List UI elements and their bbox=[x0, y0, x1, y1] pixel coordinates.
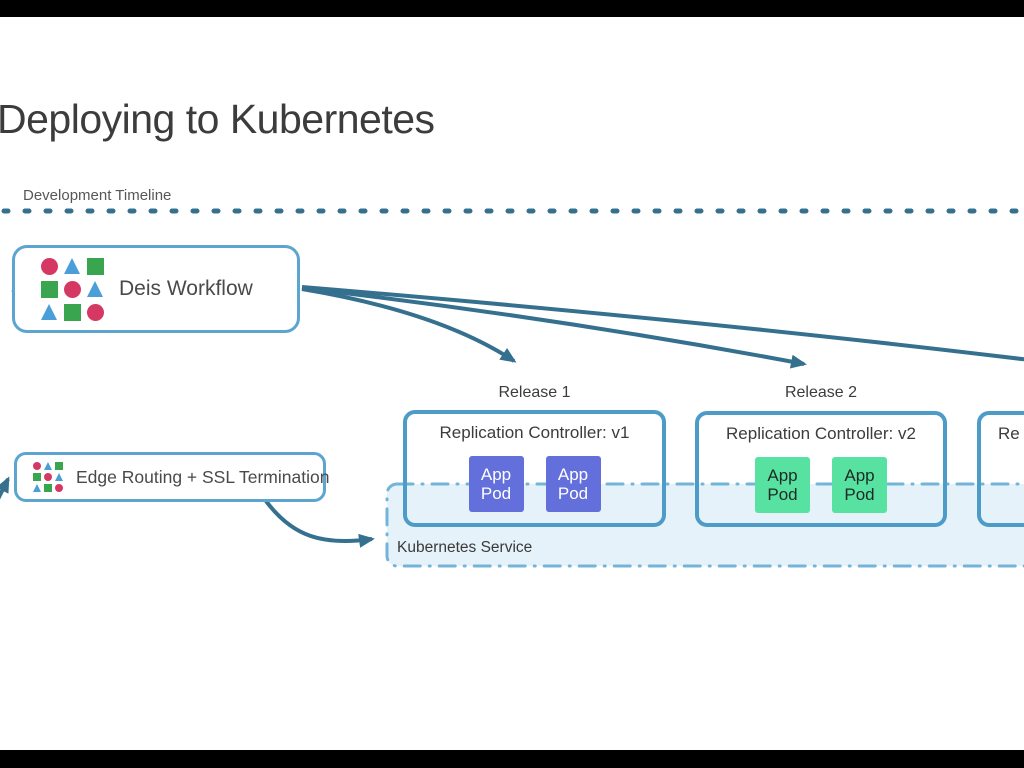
deis-workflow-label: Deis Workflow bbox=[119, 277, 253, 300]
logo-square bbox=[44, 484, 52, 492]
app-pod: App Pod bbox=[545, 456, 601, 512]
logo-circle bbox=[33, 462, 41, 470]
logo-square bbox=[55, 462, 63, 470]
logo-circle bbox=[87, 303, 104, 321]
logo-square bbox=[41, 280, 58, 298]
replication-controller-v1-label: Replication Controller: v1 bbox=[439, 423, 630, 442]
release1-title: Release 1 bbox=[498, 384, 571, 401]
app-pod: App Pod bbox=[832, 457, 887, 513]
edge-routing-node: Edge Routing + SSL Termination bbox=[14, 452, 330, 502]
logo-square bbox=[64, 303, 81, 321]
kubernetes-service-label: Kubernetes Service bbox=[397, 539, 533, 556]
logo-triangle bbox=[44, 462, 52, 470]
logo-circle bbox=[44, 473, 52, 481]
logo-triangle bbox=[33, 484, 41, 492]
arrow-deis-to-release2 bbox=[301, 286, 807, 369]
logo-circle bbox=[41, 257, 58, 275]
page-title: Deploying to Kubernetes bbox=[0, 96, 435, 142]
release3-box-partial: Re bbox=[977, 411, 1024, 527]
pod-row: App Pod App Pod bbox=[468, 456, 601, 512]
logo-triangle bbox=[87, 280, 103, 297]
letterbox-bottom bbox=[0, 750, 1024, 768]
edge-routing-label: Edge Routing + SSL Termination bbox=[76, 466, 330, 487]
replication-controller-v2-label: Replication Controller: v2 bbox=[726, 424, 916, 443]
app-pod: App Pod bbox=[468, 456, 524, 512]
pod-row: App Pod App Pod bbox=[755, 457, 887, 513]
logo-square bbox=[33, 473, 41, 481]
logo-circle bbox=[64, 280, 81, 298]
logo-triangle bbox=[64, 257, 80, 274]
deis-workflow-node: Deis Workflow bbox=[12, 245, 300, 333]
arrow-deis-to-release1 bbox=[301, 287, 517, 363]
timeline-label: Development Timeline bbox=[23, 187, 172, 204]
letterbox-top bbox=[0, 0, 1024, 17]
arrow-edge-to-service bbox=[264, 499, 375, 548]
arrow-offscreen-to-edge bbox=[0, 476, 10, 500]
logo-square bbox=[87, 257, 104, 275]
release2-box: Replication Controller: v2 App Pod App P… bbox=[695, 411, 947, 527]
logo-triangle bbox=[41, 303, 57, 320]
deis-logo-icon bbox=[41, 257, 104, 321]
release2-title: Release 2 bbox=[784, 384, 858, 401]
arrow-deis-to-offscreen bbox=[301, 285, 1024, 362]
app-pod: App Pod bbox=[755, 457, 810, 513]
replication-controller-partial-label: Re bbox=[998, 424, 1020, 443]
release1-box: Replication Controller: v1 App Pod App P… bbox=[403, 410, 666, 527]
logo-triangle bbox=[55, 473, 63, 481]
logo-circle bbox=[55, 484, 63, 492]
deis-logo-icon bbox=[33, 462, 63, 492]
